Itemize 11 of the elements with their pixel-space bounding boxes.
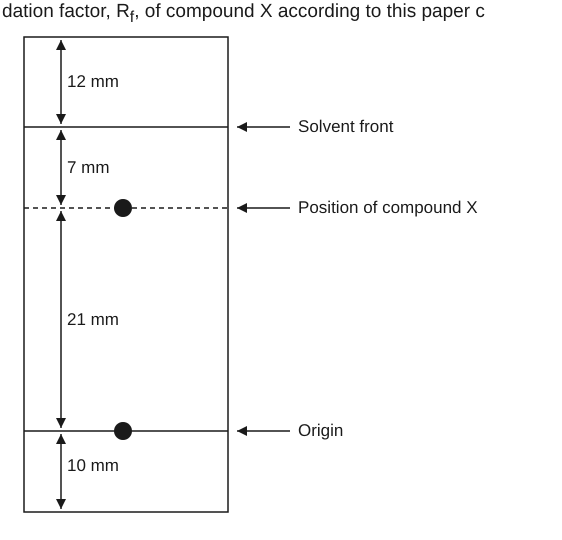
dimension-label: 7 mm [67, 158, 110, 178]
dimension-label: 21 mm [67, 310, 119, 330]
annotation-label: Position of compound X [298, 198, 478, 218]
dimension-label: 10 mm [67, 456, 119, 476]
annotation-label: Solvent front [298, 117, 394, 137]
dimension-label: 12 mm [67, 72, 119, 92]
leader-arrow [237, 203, 290, 213]
leader-arrow [237, 426, 290, 436]
annotation-label: Origin [298, 421, 344, 441]
caption-text: dation factor, R$_{f}$, of compound X according to this paper c [2, 2, 485, 28]
leader-arrow [237, 122, 290, 132]
